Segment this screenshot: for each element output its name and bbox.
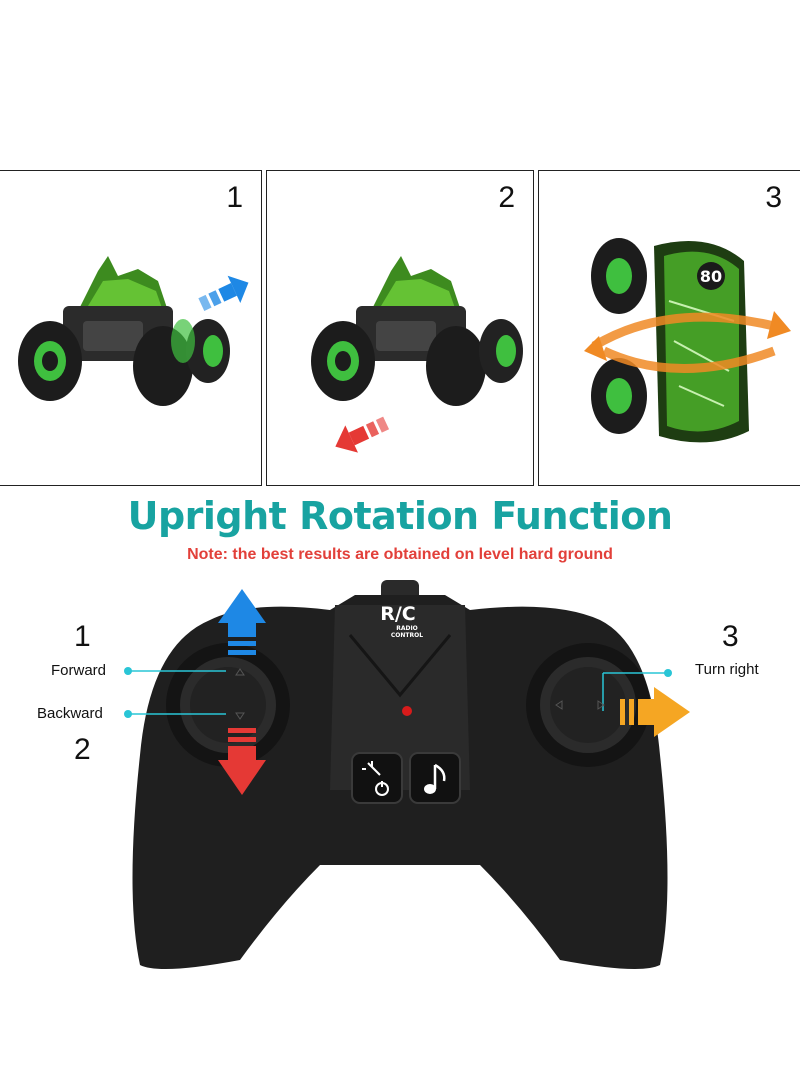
svg-text:CONTROL: CONTROL — [391, 632, 423, 639]
music-button[interactable] — [409, 752, 461, 804]
step-number: 1 — [226, 181, 243, 214]
step-panel-2: 2 — [266, 170, 534, 486]
truck-rotate-illustration: 80 — [584, 238, 791, 443]
truck-forward-illustration — [18, 256, 249, 406]
section-title: Upright Rotation Function — [127, 494, 673, 538]
turn-right-arrow-icon — [620, 687, 690, 737]
light-power-icon — [362, 761, 389, 796]
step-panel-1: 1 — [0, 170, 262, 486]
backward-arrow — [335, 416, 390, 453]
light-power-button[interactable] — [351, 752, 403, 804]
step-panel-3: 3 80 — [538, 170, 800, 486]
remote-controller: R/C RADIO CONTROL — [124, 580, 690, 969]
power-led — [402, 706, 412, 716]
truck-badge: 80 — [700, 267, 722, 286]
step-number: 2 — [498, 181, 515, 214]
truck-backward-illustration — [311, 256, 523, 453]
backward-label: Backward — [37, 705, 103, 722]
usage-note: Note: the best results are obtained on l… — [187, 546, 613, 563]
turn-step-number: 3 — [722, 620, 739, 653]
forward-label: Forward — [51, 662, 107, 679]
music-note-icon — [424, 763, 446, 794]
forward-step-number: 1 — [74, 620, 91, 653]
turn-right-label: Turn right — [695, 661, 759, 678]
backward-arrow-icon — [218, 728, 266, 795]
forward-arrow — [198, 275, 249, 311]
controller-logo: R/C — [380, 603, 416, 625]
backward-step-number: 2 — [74, 733, 91, 766]
svg-text:RADIO: RADIO — [396, 625, 418, 632]
step-number: 3 — [765, 181, 782, 214]
forward-arrow-icon — [218, 589, 266, 655]
